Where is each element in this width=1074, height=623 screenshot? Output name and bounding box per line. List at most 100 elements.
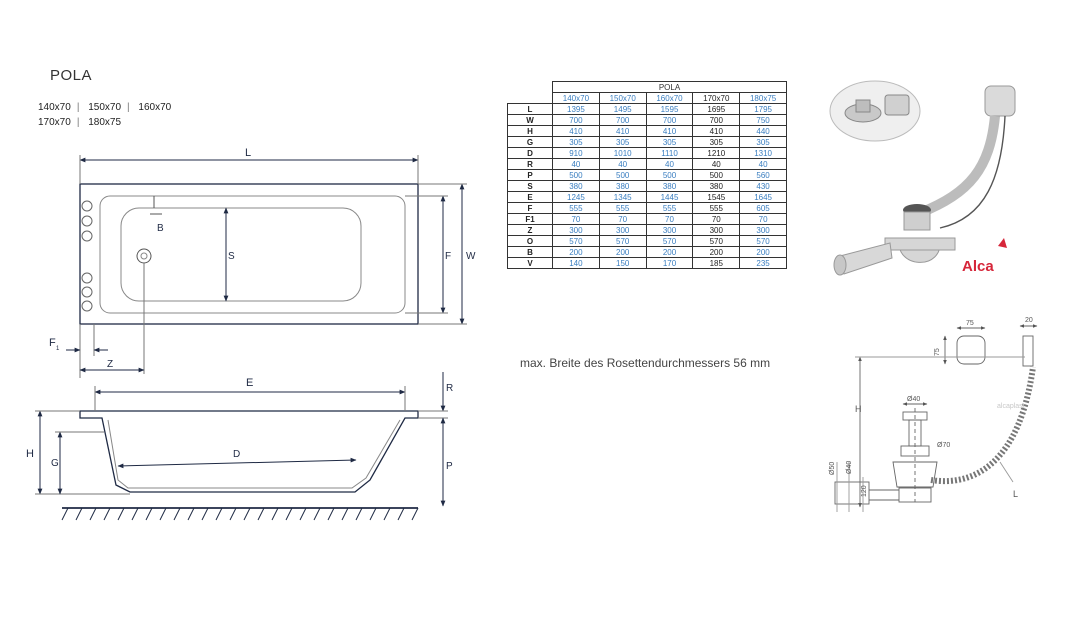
table-header-cell: 150x70 [598,92,647,104]
overflow-side [1022,335,1034,367]
table-cell: 40 [645,158,694,170]
table-row-label: S [507,180,553,192]
size-item: 170x70 [38,117,71,128]
drain-dim-20: 20 [1025,317,1033,324]
table-cell: 555 [645,202,694,214]
table-row-label: D [507,147,553,159]
brand-logo-text: Alca [962,258,994,275]
table-cell: 570 [645,235,694,247]
table-row-label: R [507,158,553,170]
table-cell: 500 [645,169,694,181]
table-row-label: Z [507,224,553,236]
table-header-cell: 160x70 [645,92,694,104]
table-cell: 410 [645,125,694,137]
table-cell: 1645 [739,191,787,203]
table-row-label: E [507,191,553,203]
drain-dim-75-width: 75 [966,320,974,327]
rosette-shape [956,335,986,365]
label-L: L [245,147,251,159]
drain-dim-H: H [855,404,862,414]
table-row-label: L [507,103,553,115]
table-cell: 200 [739,246,787,258]
label-B: B [157,223,164,234]
table-cell: 1695 [692,103,741,115]
table-cell: 700 [692,114,741,126]
table-cell: 1010 [598,147,647,159]
tap-holes [81,200,93,312]
size-item: 180x75 [88,117,122,128]
table-cell: 700 [598,114,647,126]
table-cell: 700 [552,114,600,126]
brand-logo-icon [998,238,1007,248]
floor-hatching [61,507,419,521]
table-cell: 410 [598,125,647,137]
table-cell: 605 [739,202,787,214]
drain-dim-L: L [1013,489,1018,499]
size-item: 160x70 [138,102,172,113]
size-list-line-2: 170x70| 180x75 [38,117,122,128]
label-S: S [228,251,235,262]
label-E: E [246,377,253,389]
dim-D [117,457,357,469]
drain-dim-120: 120 [861,485,868,497]
table-cell: 570 [692,235,741,247]
table-cell: 140 [552,257,600,269]
dimension-table: POLA 140x70 150x70 160x70 170x70 180x75 … [507,81,787,269]
watermark-text: alcaplast [997,403,1025,410]
table-cell: 570 [739,235,787,247]
table-cell: 200 [645,246,694,258]
size-item: 140x70 [38,102,71,113]
table-cell: 1345 [598,191,647,203]
table-cell: 380 [645,180,694,192]
rosette-note: max. Breite des Rosettendurchmessers 56 … [520,356,771,370]
table-cell: 185 [692,257,741,269]
table-cell: 410 [552,125,600,137]
label-P: P [446,461,453,472]
table-cell: 40 [552,158,600,170]
table-row-label: F1 [507,213,553,225]
table-header-cell: 180x75 [739,92,787,104]
label-F1: F [49,337,56,349]
table-cell: 570 [552,235,600,247]
table-cell: 1595 [645,103,694,115]
drain-dim-75-height: 75 [934,348,941,356]
label-F1-sub: 1 [56,346,60,352]
table-cell: 380 [598,180,647,192]
page-title: POLA [50,67,93,84]
table-cell: 500 [598,169,647,181]
table-cell: 1245 [552,191,600,203]
table-cell: 70 [692,213,741,225]
table-cell: 700 [645,114,694,126]
tub-basin [120,207,362,302]
table-header-cell: 140x70 [552,92,600,104]
table-cell: 570 [598,235,647,247]
table-cell: 1495 [598,103,647,115]
table-row-label: H [507,125,553,137]
tub-rim [99,195,406,314]
size-list-line-1: 140x70| 150x70| 160x70 [38,102,172,113]
table-cell: 70 [739,213,787,225]
table-cell: 430 [739,180,787,192]
table-cell: 1445 [645,191,694,203]
label-F: F [445,251,451,262]
table-cell: 300 [645,224,694,236]
table-cell: 500 [692,169,741,181]
table-cell: 70 [598,213,647,225]
table-row-label: F [507,202,553,214]
table-header-cell: 170x70 [692,92,741,104]
table-row-label: W [507,114,553,126]
table-cell: 440 [739,125,787,137]
table-cell: 70 [552,213,600,225]
table-cell: 300 [552,224,600,236]
table-model: POLA [552,81,787,93]
size-item: 150x70 [88,102,122,113]
table-row-label: B [507,246,553,258]
